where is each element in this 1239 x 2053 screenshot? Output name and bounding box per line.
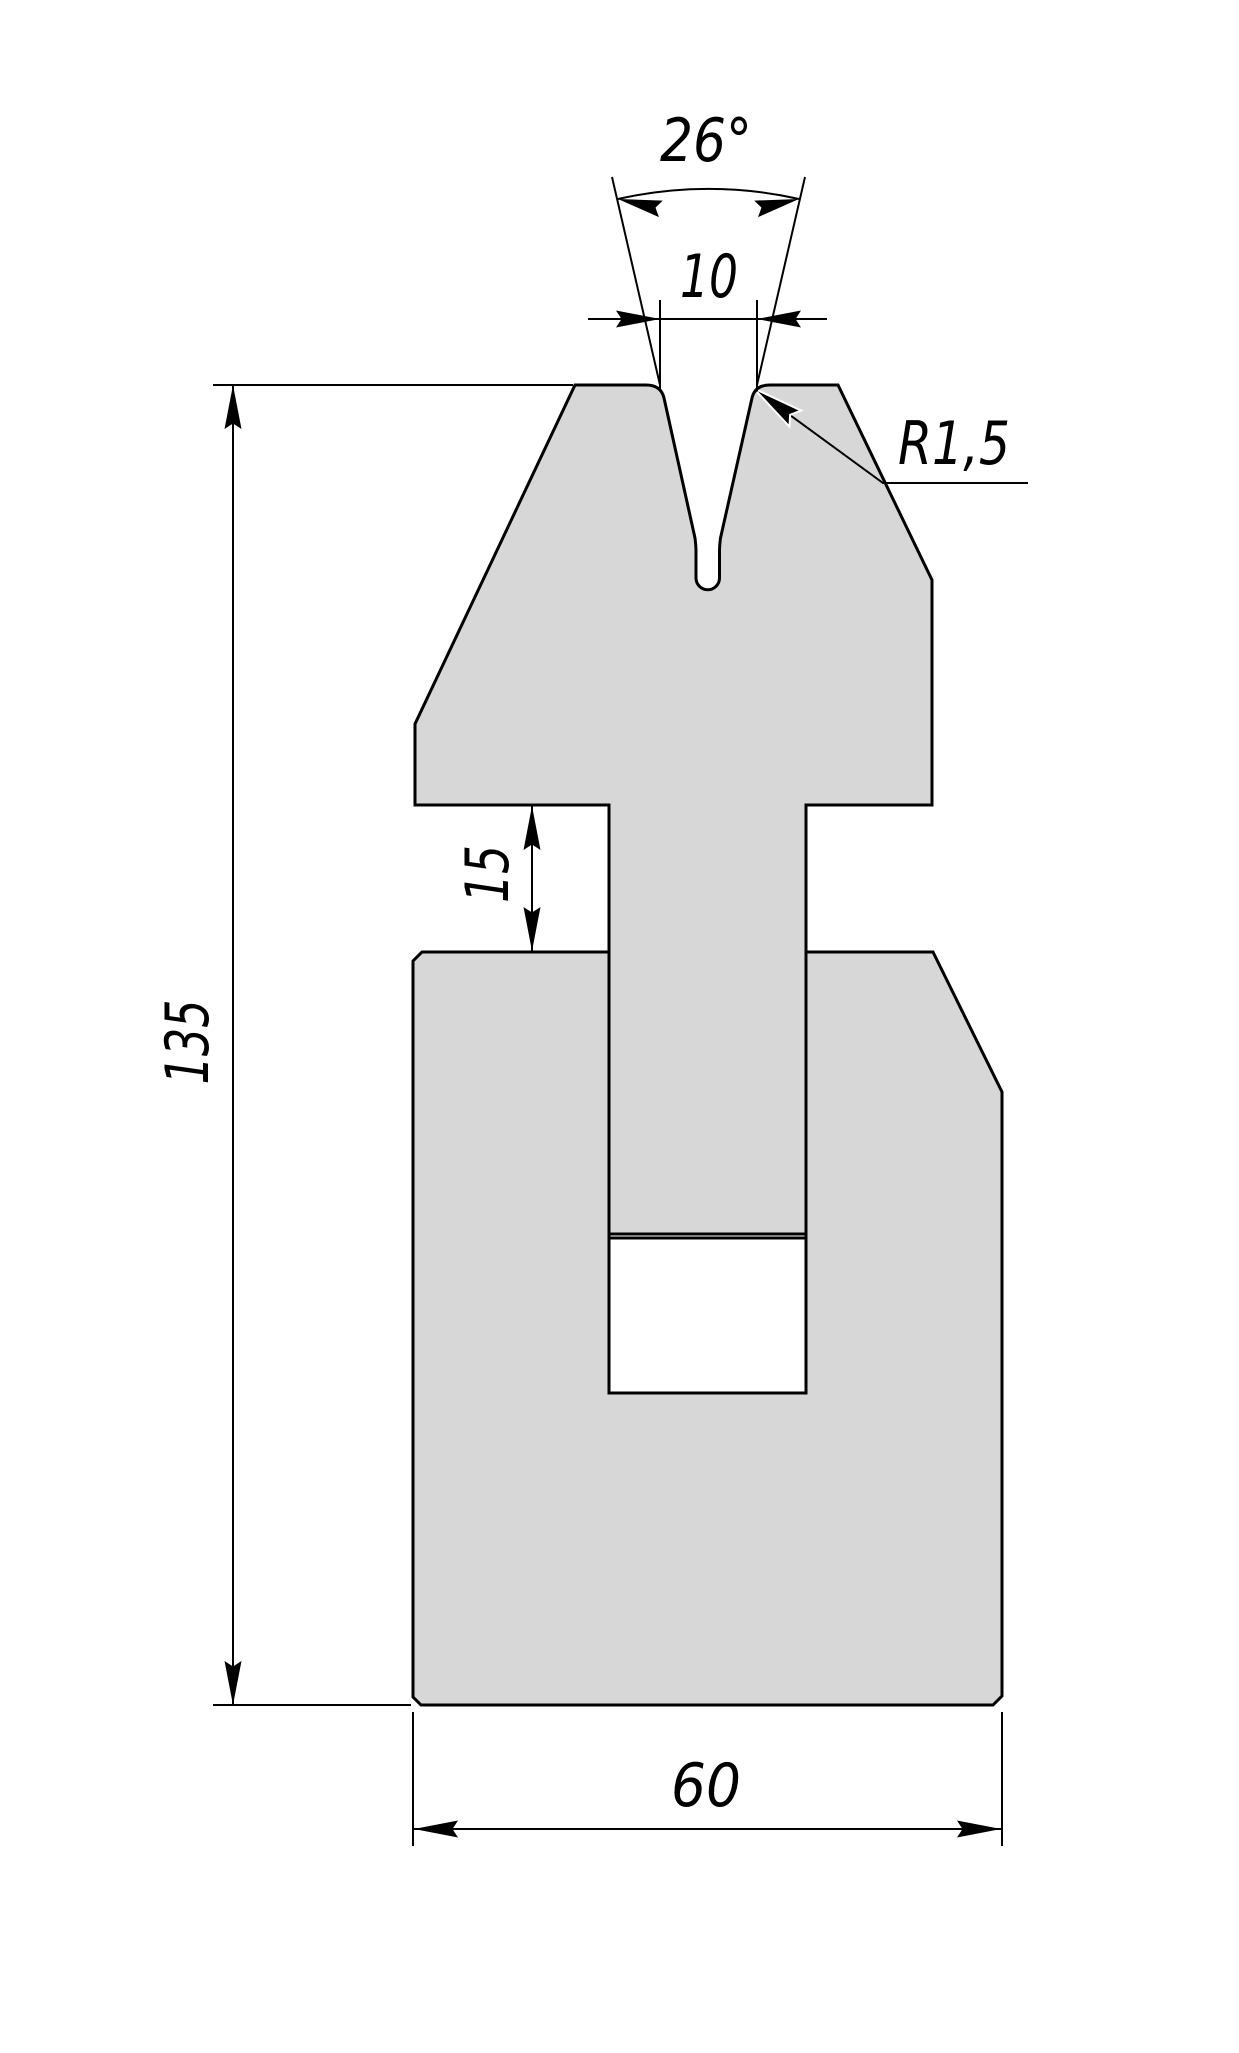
arrow-bottom <box>224 1661 242 1705</box>
die-upper-section <box>413 383 934 1236</box>
dimension-overall-height: 135 <box>153 384 573 1706</box>
extension-line <box>611 176 661 386</box>
arrow-bottom <box>523 907 541 951</box>
clearance-hole <box>607 1236 808 1395</box>
dimension-shoulder-gap: 15 <box>453 805 541 952</box>
arrow-right <box>757 310 801 328</box>
dim-label-edge-radius: R1,5 <box>898 409 1010 479</box>
callout-edge-radius: R1,5 <box>753 385 1028 484</box>
extension-line <box>756 176 806 386</box>
dimension-groove-opening: 10 <box>588 242 827 389</box>
dim-label-shoulder-gap: 15 <box>453 845 523 903</box>
dim-label-overall-width: 60 <box>671 1751 741 1821</box>
angle-arc <box>617 187 800 200</box>
dimension-groove-angle: 26° <box>611 106 806 386</box>
dim-label-groove-angle: 26° <box>660 106 752 176</box>
dim-label-groove-opening: 10 <box>680 242 738 312</box>
arrow-top <box>224 385 242 429</box>
leader-line <box>756 390 1028 484</box>
arrow-left <box>414 1820 458 1838</box>
dimension-overall-width: 60 <box>412 1712 1003 1846</box>
dim-label-overall-height: 135 <box>153 1000 223 1085</box>
arrow-top <box>523 806 541 850</box>
arrow-right <box>957 1820 1001 1838</box>
arrow-left <box>616 310 660 328</box>
